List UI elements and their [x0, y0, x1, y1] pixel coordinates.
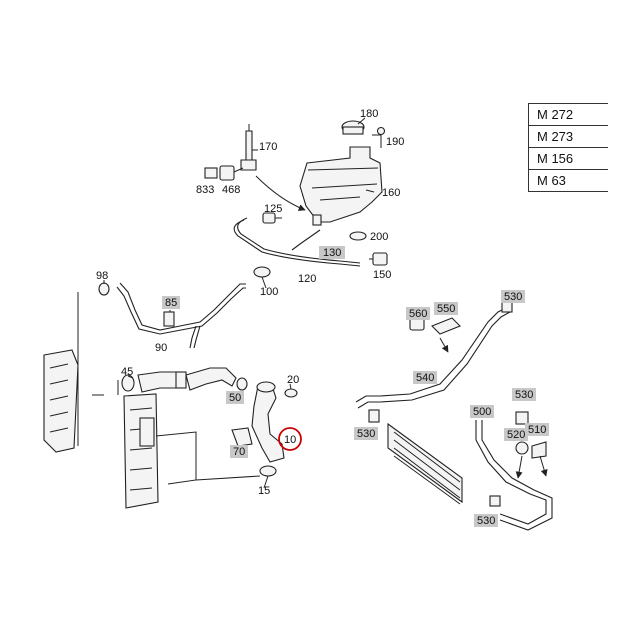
- callout-530-left[interactable]: 530: [357, 428, 375, 440]
- callout-10-highlight[interactable]: [278, 427, 302, 451]
- callout-160[interactable]: 160: [382, 187, 400, 199]
- callout-180[interactable]: 180: [360, 108, 378, 120]
- callout-510[interactable]: 510: [528, 424, 546, 436]
- expansion-tank-group: [204, 120, 388, 278]
- callout-500[interactable]: 500: [473, 406, 491, 418]
- callout-520[interactable]: 520: [507, 429, 525, 441]
- callout-50[interactable]: 50: [229, 392, 241, 404]
- engine-code-1: M 272: [528, 103, 608, 126]
- coolant-pipe[interactable]: [119, 282, 246, 331]
- callout-120[interactable]: 120: [298, 273, 316, 285]
- callout-98[interactable]: 98: [96, 270, 108, 282]
- callout-10[interactable]: 10: [284, 434, 296, 446]
- cooler-supply-hose[interactable]: [355, 305, 511, 403]
- callout-85[interactable]: 85: [165, 297, 177, 309]
- engine-code-table: M 272 M 273 M 156 M 63: [528, 103, 608, 192]
- callout-550[interactable]: 550: [437, 303, 455, 315]
- callout-125[interactable]: 125: [264, 203, 282, 215]
- callouts: 180 170 190 833 468 160 125 200 130 150 …: [96, 108, 549, 527]
- callout-70[interactable]: 70: [233, 446, 245, 458]
- callout-190[interactable]: 190: [386, 136, 404, 148]
- callout-560[interactable]: 560: [409, 308, 427, 320]
- radiator-hoses: [121, 367, 298, 481]
- callout-530-top[interactable]: 530: [504, 291, 522, 303]
- callout-170[interactable]: 170: [259, 141, 277, 153]
- callout-90[interactable]: 90: [155, 342, 167, 354]
- callout-100[interactable]: 100: [260, 286, 278, 298]
- callout-15[interactable]: 15: [258, 485, 270, 497]
- vent-hose[interactable]: [233, 219, 361, 267]
- callout-530-bottom[interactable]: 530: [477, 515, 495, 527]
- cooler-return-hose[interactable]: [475, 420, 547, 525]
- callout-45[interactable]: 45: [121, 366, 133, 378]
- oil-cooler-group: [355, 299, 553, 531]
- engine-code-3: M 156: [528, 147, 608, 170]
- radiator: [43, 349, 197, 509]
- callout-833[interactable]: 833: [196, 184, 214, 196]
- callout-150[interactable]: 150: [373, 269, 391, 281]
- engine-code-2: M 273: [528, 125, 608, 148]
- upper-radiator-hose[interactable]: [137, 371, 179, 393]
- expansion-tank[interactable]: [299, 146, 383, 223]
- callout-530-right[interactable]: 530: [515, 389, 533, 401]
- callout-200[interactable]: 200: [370, 231, 388, 243]
- callout-540[interactable]: 540: [416, 372, 434, 384]
- engine-code-4: M 63: [528, 169, 608, 192]
- callout-468[interactable]: 468: [222, 184, 240, 196]
- leader-lines: [103, 117, 381, 489]
- callout-130[interactable]: 130: [323, 247, 341, 259]
- lower-radiator-hose[interactable]: [251, 385, 285, 463]
- callout-20[interactable]: 20: [287, 374, 299, 386]
